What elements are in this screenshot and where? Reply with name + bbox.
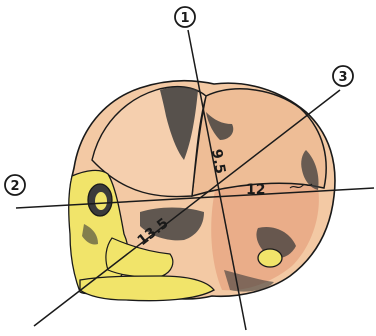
eye-socket-inner xyxy=(95,192,107,210)
axis-marker-3: 3 xyxy=(333,66,353,86)
axis-number-1: 1 xyxy=(180,11,189,26)
axis-number-3: 3 xyxy=(338,70,347,85)
measurement-12: 12 xyxy=(246,182,265,198)
axis-marker-2: 2 xyxy=(5,175,25,195)
axis-number-2: 2 xyxy=(10,179,19,194)
axis-marker-1: 1 xyxy=(175,7,195,27)
ear xyxy=(258,249,282,267)
mandible xyxy=(80,276,214,301)
